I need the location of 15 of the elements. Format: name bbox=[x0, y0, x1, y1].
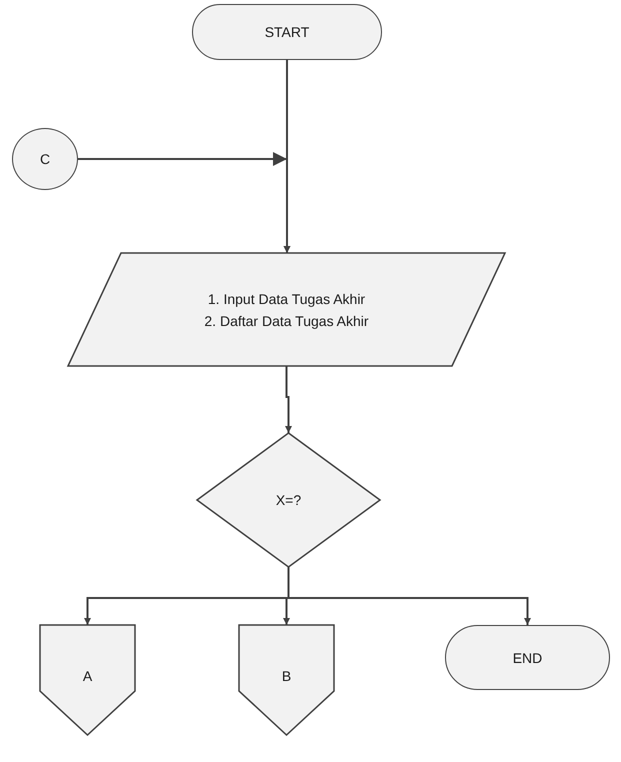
node-label: END bbox=[512, 648, 542, 668]
off-page-connector bbox=[40, 625, 135, 735]
input-output-parallelogram bbox=[68, 253, 505, 366]
node-label: A bbox=[82, 667, 92, 686]
node-label: C bbox=[40, 150, 50, 169]
node-label: X=? bbox=[276, 491, 302, 510]
arrow bbox=[285, 366, 292, 433]
node-label: 2. Daftar Data Tugas Akhir bbox=[204, 312, 369, 331]
arrow bbox=[78, 152, 290, 253]
off-page-connector bbox=[239, 625, 334, 735]
arrow bbox=[288, 567, 531, 625]
node-label: START bbox=[264, 23, 310, 42]
node-label: B bbox=[282, 667, 292, 686]
decision-diamond bbox=[197, 433, 380, 567]
node-label: 1. Input Data Tugas Akhir bbox=[208, 290, 366, 309]
